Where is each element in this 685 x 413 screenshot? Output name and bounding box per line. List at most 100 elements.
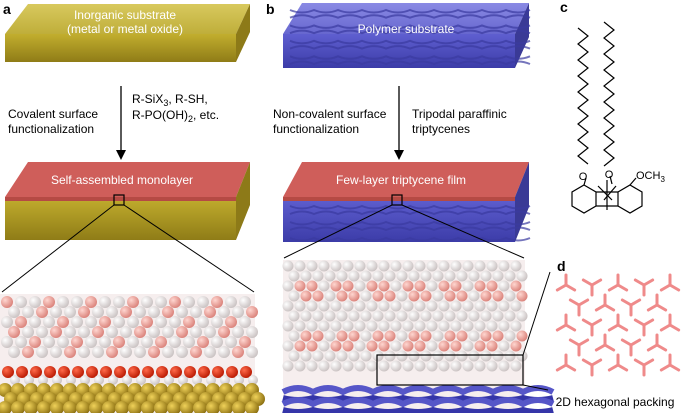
film-atom [336,330,348,342]
sam-atom [155,336,167,348]
film-atom [300,290,312,302]
tripod-unit [581,278,603,297]
sam-atom [8,346,20,358]
polymer-substrate-label: Polymer substrate [358,22,455,36]
polymer-chain [282,406,554,413]
film-atom [444,330,456,342]
gold-atom [141,401,155,413]
oxygen-atom [2,366,14,378]
sam-atom [36,306,48,318]
film-atom [486,340,498,352]
zoom-box-film [376,354,524,386]
film-atom [462,260,474,272]
sam-atom [85,296,97,308]
film-atom [408,310,420,322]
film-atom [366,340,378,352]
gold-atom [154,401,168,413]
film-atom [480,270,492,282]
oxygen-atom [170,366,182,378]
film-atom [498,260,510,272]
film-atom [486,360,498,372]
zoom-line-d-top [522,271,551,356]
film-atom [444,290,456,302]
sam-atom [141,296,153,308]
sam-atom [162,346,174,358]
film-atom [426,300,438,312]
film-atom [462,280,474,292]
film-atom [498,320,510,332]
zoom-line-d-bottom [522,384,549,391]
film-atom [282,300,294,312]
film-atom [474,320,486,332]
polymer-strand [289,24,531,29]
film-atom [444,270,456,282]
film-atom [480,290,492,302]
hydrogen-atom [66,375,76,385]
film-atom [318,340,330,352]
film-atom [384,330,396,342]
film-atom [336,350,348,362]
tripod-unit [568,338,590,357]
sam-atom [99,336,111,348]
polymer-strand [289,45,531,50]
polymer-strand [289,220,531,226]
film-atom [294,260,306,272]
film-atom [426,260,438,272]
film-atom [378,320,390,332]
film-atom [438,340,450,352]
hexagonal-tripod-lattice [555,273,681,377]
zoom-line-b-right [401,204,525,259]
film-atom [474,260,486,272]
arrow-a [116,86,126,160]
film-atom [288,330,300,342]
film-atom [372,350,384,362]
gold-atom [128,401,142,413]
film-atom [324,290,336,302]
sam-atom [50,346,62,358]
panel-label-b: b [266,1,275,17]
film-atom [402,260,414,272]
hydrogen-atom [122,375,132,385]
film-atom [396,270,408,282]
film-atom [414,340,426,352]
film-atom [372,290,384,302]
sam-atom [169,316,181,328]
tripod-unit [555,313,577,332]
sam-atom [246,306,258,318]
film-atom [354,360,366,372]
sam-atom [176,326,188,338]
film-atom [474,360,486,372]
film-atom [306,340,318,352]
sam-atom [57,336,69,348]
sam-atom [8,306,20,318]
film-atom [300,330,312,342]
sam-atom [99,296,111,308]
polymer-strand [289,8,531,14]
film-atom [498,300,510,312]
hydrogen-atom [136,375,146,385]
film-atom [438,320,450,332]
reagent-b-line2: triptycenes [412,122,470,136]
film-atom [294,360,306,372]
film-atom [336,310,348,322]
sam-atom [134,306,146,318]
film-atom [288,350,300,362]
sam-atom [239,336,251,348]
sam-atom [15,316,27,328]
sam-atom [64,306,76,318]
film-atom [282,360,294,372]
film-atom [516,350,528,362]
oxygen-atom [142,366,154,378]
film-atom [360,310,372,322]
hydrogen-atom [24,375,34,385]
sam-atom [113,296,125,308]
film-atom [480,310,492,322]
sam-atom [85,316,97,328]
film-atom [486,320,498,332]
sam-atom [197,336,209,348]
film-atom [384,310,396,322]
oxygen-atom [184,366,196,378]
film-atom [468,270,480,282]
film-atom [456,270,468,282]
sam-atom [85,336,97,348]
